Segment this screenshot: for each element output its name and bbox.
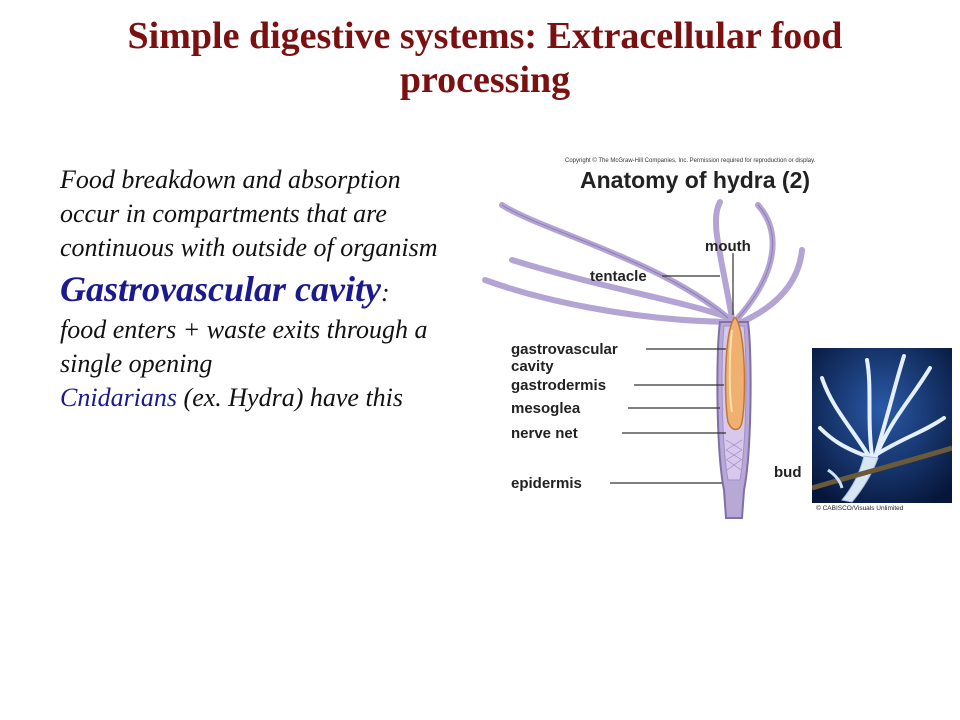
term-colon: : [380, 278, 390, 307]
label-epidermis: epidermis [511, 475, 582, 492]
cnidarians-term: Cnidarians [60, 383, 178, 412]
label-gastrodermis: gastrodermis [511, 377, 606, 394]
gastrovascular-term: Gastrovascular cavity [60, 269, 381, 309]
bud-shape [827, 468, 844, 489]
body-text: Food breakdown and absorption occur in c… [60, 163, 460, 415]
label-mesoglea: mesoglea [511, 400, 581, 417]
paragraph-cnidarians: Cnidarians (ex. Hydra) have this [60, 381, 460, 415]
photo-credit: © CABISCO/Visuals Unlimited [816, 504, 904, 512]
paragraph-food-breakdown: Food breakdown and absorption occur in c… [60, 165, 438, 262]
nerve-net [725, 439, 743, 471]
hydra-anatomy-diagram: Copyright © The McGraw-Hill Companies, I… [480, 150, 880, 530]
paragraph-single-opening: food enters + waste exits through a sing… [60, 315, 428, 378]
title-line-2: processing [399, 59, 571, 101]
diagram-heading: Anatomy of hydra (2) [580, 167, 810, 193]
label-tentacle: tentacle [590, 268, 647, 285]
gastrovascular-cavity [724, 317, 746, 431]
cnidarians-rest: (ex. Hydra) have this [177, 383, 404, 412]
copyright-note: Copyright © The McGraw-Hill Companies, I… [565, 157, 816, 164]
label-mouth: mouth [705, 238, 751, 255]
gastrovascular-paragraph: Gastrovascular cavity: [60, 265, 460, 313]
hydra-photo: © CABISCO/Visuals Unlimited [811, 348, 953, 512]
label-cavity: cavity [511, 358, 554, 375]
label-bud: bud [774, 464, 802, 481]
label-gastrovascular: gastrovascular [511, 341, 618, 358]
title-line-1: Simple digestive systems: Extracellular … [127, 15, 843, 57]
label-nerve-net: nerve net [511, 425, 578, 442]
slide-title: Simple digestive systems: Extracellular … [40, 14, 930, 102]
